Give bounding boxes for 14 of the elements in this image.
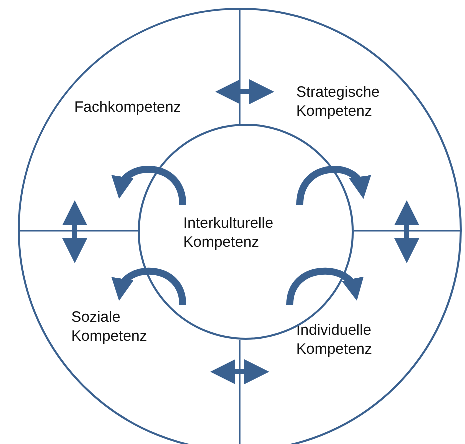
double-arrow	[62, 200, 88, 264]
competence-label: Fachkompetenz	[74, 98, 182, 116]
outer-circle	[18, 8, 462, 444]
double-arrow	[210, 360, 270, 384]
curved-arrow	[114, 268, 186, 306]
competence-label: Individuelle Kompetenz	[296, 320, 374, 358]
curved-arrow	[286, 268, 362, 306]
competence-label: Interkulturelle Kompetenz	[184, 214, 275, 252]
competence-label: Soziale Kompetenz	[72, 308, 148, 346]
curved-arrow	[296, 166, 369, 206]
double-arrow	[216, 80, 274, 104]
double-arrow	[394, 200, 420, 264]
competence-label: Strategische Kompetenz	[296, 82, 381, 120]
curved-arrow	[114, 166, 186, 206]
